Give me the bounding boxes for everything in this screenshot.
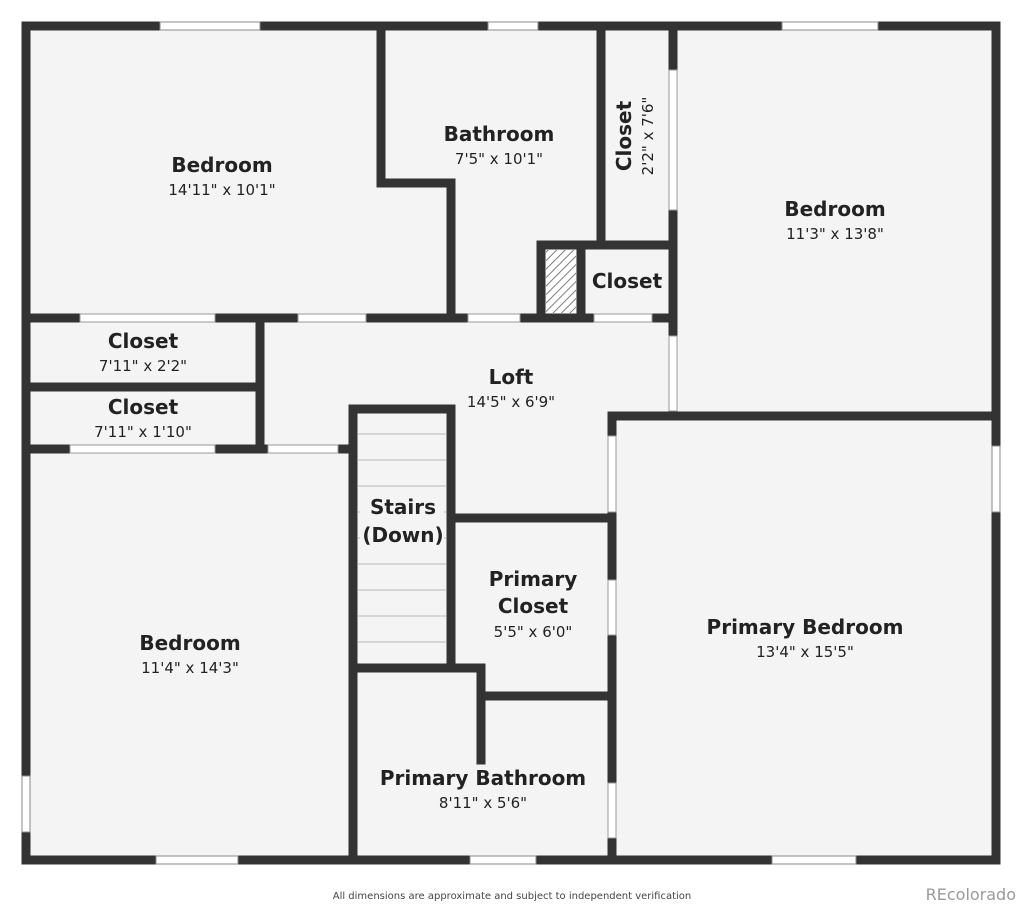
room-bedroom-top-right: Bedroom 11'3" x 13'8": [784, 197, 885, 243]
room-name: Primary Bathroom: [380, 766, 586, 790]
chimney-hatch: [546, 250, 576, 313]
room-name: Primary: [489, 567, 578, 591]
room-closet-small: Closet: [592, 269, 663, 293]
disclaimer-text: All dimensions are approximate and subje…: [332, 891, 692, 902]
room-bathroom: Bathroom 7'5" x 10'1": [444, 122, 555, 168]
room-bedroom-top-left: Bedroom 14'11" x 10'1": [168, 153, 275, 199]
room-dims: 5'5" x 6'0": [494, 623, 573, 641]
room-bedroom-bottom-left: Bedroom 11'4" x 14'3": [139, 631, 240, 677]
room-dims: 2'2" x 7'6": [639, 97, 657, 176]
room-closet-left-2: Closet 7'11" x 1'10": [94, 395, 192, 441]
room-primary-bathroom: Primary Bathroom 8'11" x 5'6": [380, 766, 586, 812]
room-dims: 11'4" x 14'3": [141, 659, 239, 677]
room-dims: 7'5" x 10'1": [455, 150, 543, 168]
floor-area: [26, 26, 996, 860]
room-name: Loft: [489, 365, 534, 389]
room-dims: 8'11" x 5'6": [439, 794, 527, 812]
room-dims: 13'4" x 15'5": [756, 643, 854, 661]
room-loft: Loft 14'5" x 6'9": [467, 365, 555, 411]
room-primary-bedroom: Primary Bedroom 13'4" x 15'5": [707, 615, 904, 661]
room-closet-vertical: Closet 2'2" x 7'6": [612, 97, 657, 176]
room-dims: 11'3" x 13'8": [786, 225, 884, 243]
room-dims: 7'11" x 2'2": [99, 357, 187, 375]
room-name-line2: Closet: [498, 594, 569, 618]
room-name: Bedroom: [171, 153, 272, 177]
room-name: Stairs: [370, 495, 436, 519]
room-name: Bathroom: [444, 122, 555, 146]
room-closet-left-1: Closet 7'11" x 2'2": [99, 329, 187, 375]
stairs-label-backdrop: [360, 490, 444, 552]
room-dims: 14'5" x 6'9": [467, 393, 555, 411]
door-openings: [69, 69, 678, 839]
room-dims: 14'11" x 10'1": [168, 181, 275, 199]
room-name: Closet: [108, 395, 179, 419]
room-primary-closet: Primary Closet 5'5" x 6'0": [489, 567, 578, 641]
room-dims: 7'11" x 1'10": [94, 423, 192, 441]
room-name: Closet: [592, 269, 663, 293]
room-name: Bedroom: [784, 197, 885, 221]
room-name: Bedroom: [139, 631, 240, 655]
room-name: Closet: [612, 100, 636, 171]
room-stairs: Stairs (Down): [360, 490, 444, 552]
room-name: Closet: [108, 329, 179, 353]
room-name-line2: (Down): [362, 523, 443, 547]
windows: [21, 21, 1001, 865]
room-name: Primary Bedroom: [707, 615, 904, 639]
brand-watermark: REcolorado: [925, 885, 1016, 904]
